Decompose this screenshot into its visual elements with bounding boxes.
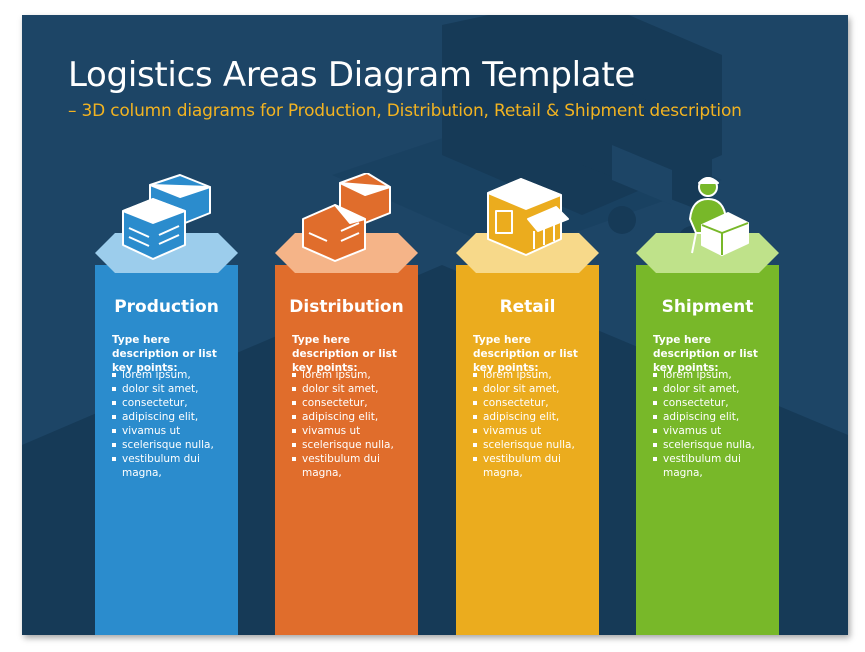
list-item: consectetur,	[112, 396, 234, 410]
column-body	[275, 265, 418, 635]
shop-icon	[487, 178, 569, 256]
column-description: Type here description or list key points…	[292, 334, 397, 374]
list-item: vivamus ut	[292, 424, 414, 438]
list-item: scelerisque nulla,	[292, 438, 414, 452]
list-item: scelerisque nulla,	[473, 438, 595, 452]
column-body	[636, 265, 779, 635]
list-item: vivamus ut	[653, 424, 775, 438]
column-title: Shipment	[661, 297, 754, 317]
list-item: scelerisque nulla,	[653, 438, 775, 452]
column-title: Retail	[499, 297, 556, 317]
delivery-person-icon	[689, 177, 749, 256]
list-item: dolor sit amet,	[653, 382, 775, 396]
list-item: vestibulum dui magna,	[112, 452, 234, 480]
column-body	[456, 265, 599, 635]
column-description: Type here description or list key points…	[653, 334, 758, 374]
column-production: Production Type here description or list…	[95, 174, 238, 635]
slide: Logistics Areas Diagram Template – 3D co…	[22, 15, 848, 635]
column-bullet-list: lorem ipsum, dolor sit amet, consectetur…	[653, 368, 775, 480]
list-item: vestibulum dui magna,	[653, 452, 775, 480]
slide-title: Logistics Areas Diagram Template	[68, 55, 635, 95]
list-item: adipiscing elit,	[112, 410, 234, 424]
list-item: dolor sit amet,	[473, 382, 595, 396]
list-item: scelerisque nulla,	[112, 438, 234, 452]
warehouse-icon	[302, 173, 391, 262]
list-item: vestibulum dui magna,	[473, 452, 595, 480]
column-bullet-list: lorem ipsum, dolor sit amet, consectetur…	[473, 368, 595, 480]
list-item: adipiscing elit,	[292, 410, 414, 424]
list-item: consectetur,	[473, 396, 595, 410]
factory-icon	[122, 174, 211, 260]
list-item: adipiscing elit,	[473, 410, 595, 424]
slide-subtitle: – 3D column diagrams for Production, Dis…	[68, 101, 742, 121]
list-item: vestibulum dui magna,	[292, 452, 414, 480]
column-body	[95, 265, 238, 635]
list-item: consectetur,	[653, 396, 775, 410]
column-retail: Retail Type here description or list key…	[456, 178, 599, 635]
list-item: vivamus ut	[473, 424, 595, 438]
list-item: lorem ipsum,	[653, 368, 775, 382]
column-distribution: Distribution Type here description or li…	[275, 173, 418, 635]
column-shipment: Shipment Type here description or list k…	[636, 177, 779, 635]
list-item: lorem ipsum,	[112, 368, 234, 382]
column-bullet-list: lorem ipsum, dolor sit amet, consectetur…	[292, 368, 414, 480]
list-item: consectetur,	[292, 396, 414, 410]
list-item: adipiscing elit,	[653, 410, 775, 424]
list-item: vivamus ut	[112, 424, 234, 438]
list-item: dolor sit amet,	[292, 382, 414, 396]
column-description: Type here description or list key points…	[473, 334, 578, 374]
list-item: lorem ipsum,	[292, 368, 414, 382]
column-title: Production	[114, 297, 219, 317]
column-title: Distribution	[289, 297, 404, 317]
list-item: dolor sit amet,	[112, 382, 234, 396]
list-item: lorem ipsum,	[473, 368, 595, 382]
column-bullet-list: lorem ipsum, dolor sit amet, consectetur…	[112, 368, 234, 480]
column-description: Type here description or list key points…	[112, 334, 217, 374]
